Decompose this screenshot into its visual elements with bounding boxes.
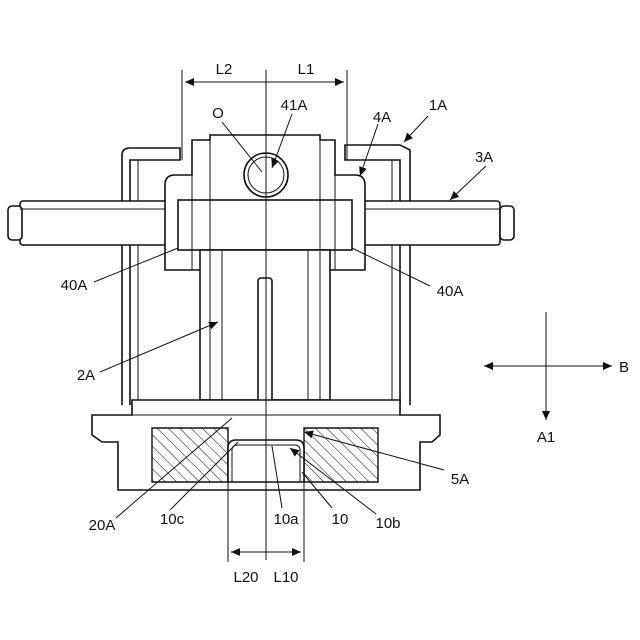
label-a1: A1 [537, 429, 555, 446]
label-10a: 10a [273, 511, 299, 528]
label-l20: L20 [233, 569, 258, 586]
label-41a: 41A [281, 97, 308, 114]
label-10c: 10c [160, 511, 185, 528]
label-2a: 2A [77, 367, 95, 384]
label-5a: 5A [451, 471, 469, 488]
label-b: B [619, 359, 629, 376]
rod-2a [200, 250, 330, 406]
label-4a: 4A [373, 109, 391, 126]
label-40a-left: 40A [61, 277, 88, 294]
label-1a: 1A [429, 97, 447, 114]
label-3a: 3A [475, 149, 493, 166]
label-o: O [212, 105, 224, 122]
label-10b: 10b [375, 515, 400, 532]
label-20a: 20A [89, 517, 116, 534]
direction-arrows [484, 312, 612, 420]
label-40a-right: 40A [437, 283, 464, 300]
label-l1: L1 [298, 61, 315, 78]
label-l10: L10 [273, 569, 298, 586]
label-10: 10 [332, 511, 349, 528]
label-l2: L2 [216, 61, 233, 78]
